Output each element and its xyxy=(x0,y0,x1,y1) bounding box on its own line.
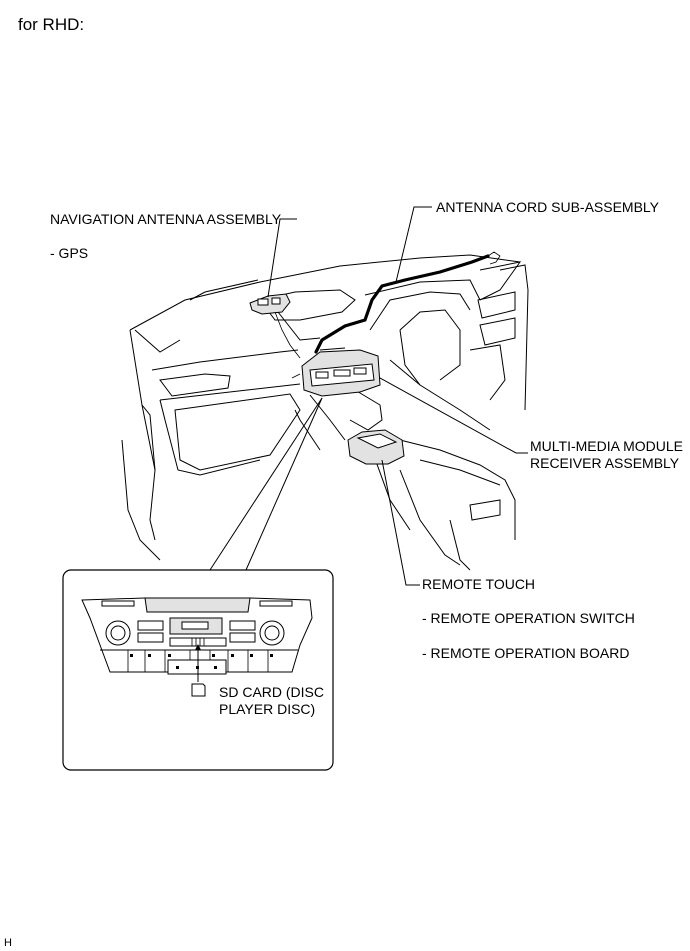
remote-touch xyxy=(347,429,405,465)
label-remote-touch: REMOTE TOUCH xyxy=(422,576,535,592)
label-remote-operation-board: - REMOTE OPERATION BOARD xyxy=(422,645,629,661)
leader-lines xyxy=(205,206,528,693)
navigation-antenna xyxy=(249,293,291,315)
label-navigation-antenna-gps: - GPS xyxy=(50,245,88,261)
antenna-cord xyxy=(274,251,501,359)
label-multimedia-module-line2: RECEIVER ASSEMBLY xyxy=(530,455,680,471)
multimedia-receiver xyxy=(291,349,381,397)
sd-card-icon xyxy=(191,683,206,697)
detail-box xyxy=(62,569,334,771)
page-title: for RHD: xyxy=(18,15,84,34)
label-antenna-cord: ANTENNA CORD SUB-ASSEMBLY xyxy=(436,199,660,215)
label-remote-operation-switch: - REMOTE OPERATION SWITCH xyxy=(422,610,635,626)
figure-code: H xyxy=(4,937,12,949)
label-multimedia-module-line1: MULTI-MEDIA MODULE xyxy=(530,438,683,454)
label-sd-card-line2: PLAYER DISC) xyxy=(219,701,315,717)
label-navigation-antenna: NAVIGATION ANTENNA ASSEMBLY xyxy=(50,211,282,227)
label-sd-card-line1: SD CARD (DISC xyxy=(219,684,324,700)
dashboard-illustration xyxy=(121,254,529,571)
